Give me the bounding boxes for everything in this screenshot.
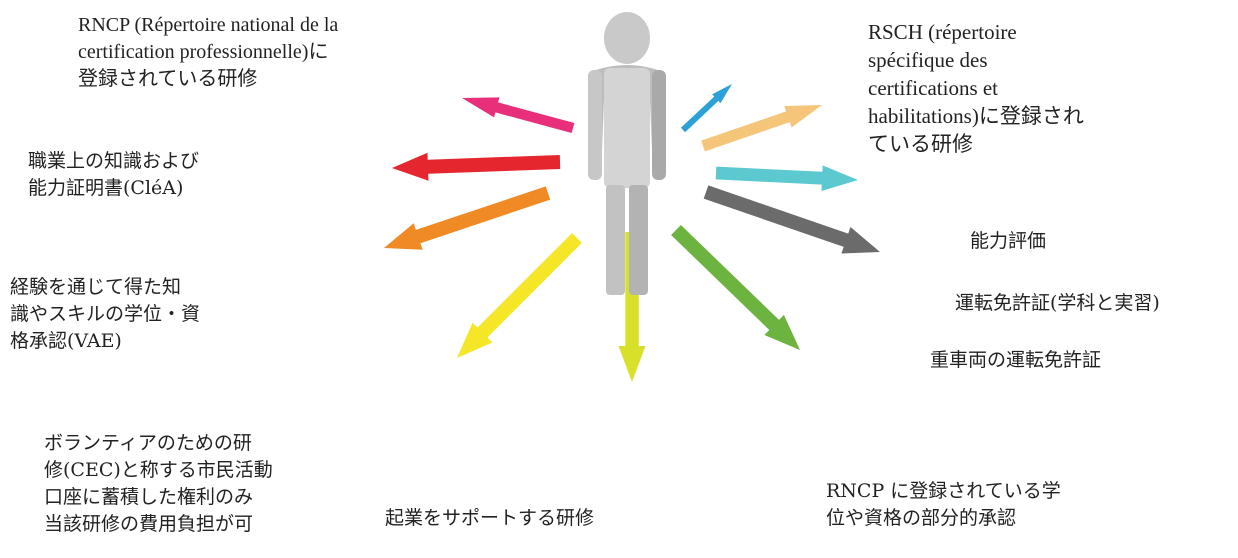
gray-arrow [703, 185, 880, 254]
label-rsch-registered: RSCH (répertoire spécifique des certific… [868, 20, 1084, 156]
label-rncp-registered: RNCP (Répertoire national de la certific… [78, 14, 339, 90]
pink-arrow [462, 97, 575, 133]
cyan-arrow [715, 165, 858, 191]
green-arrow [671, 225, 800, 350]
label-vae: 経験を通じて得た知 識やスキルの学位・資 格承認(VAE) [10, 276, 201, 352]
label-cec-volunteer: ボランティアのための研 修(CEC)と称する市民活動 口座に蓄積した権利のみ 当… [44, 432, 273, 535]
label-heavy-vehicle-license: 重車両の運転免許証 [930, 349, 1102, 371]
label-rncp-partial: RNCP に登録されている学 位や資格の部分的承認 [826, 480, 1061, 529]
label-entrepreneurship: 起業をサポートする研修 [385, 507, 595, 529]
person-figure [588, 12, 666, 295]
label-clea: 職業上の知識および 能力証明書(CléA) [28, 150, 200, 199]
label-driving-license: 運転免許証(学科と実習) [955, 292, 1160, 314]
label-assessment: 能力評価 [970, 230, 1047, 252]
yellow-arrow [457, 233, 582, 358]
orange-arrow [384, 186, 551, 250]
red-arrow [392, 152, 561, 181]
blue-arrow [680, 84, 732, 133]
peach-arrow [701, 105, 822, 152]
